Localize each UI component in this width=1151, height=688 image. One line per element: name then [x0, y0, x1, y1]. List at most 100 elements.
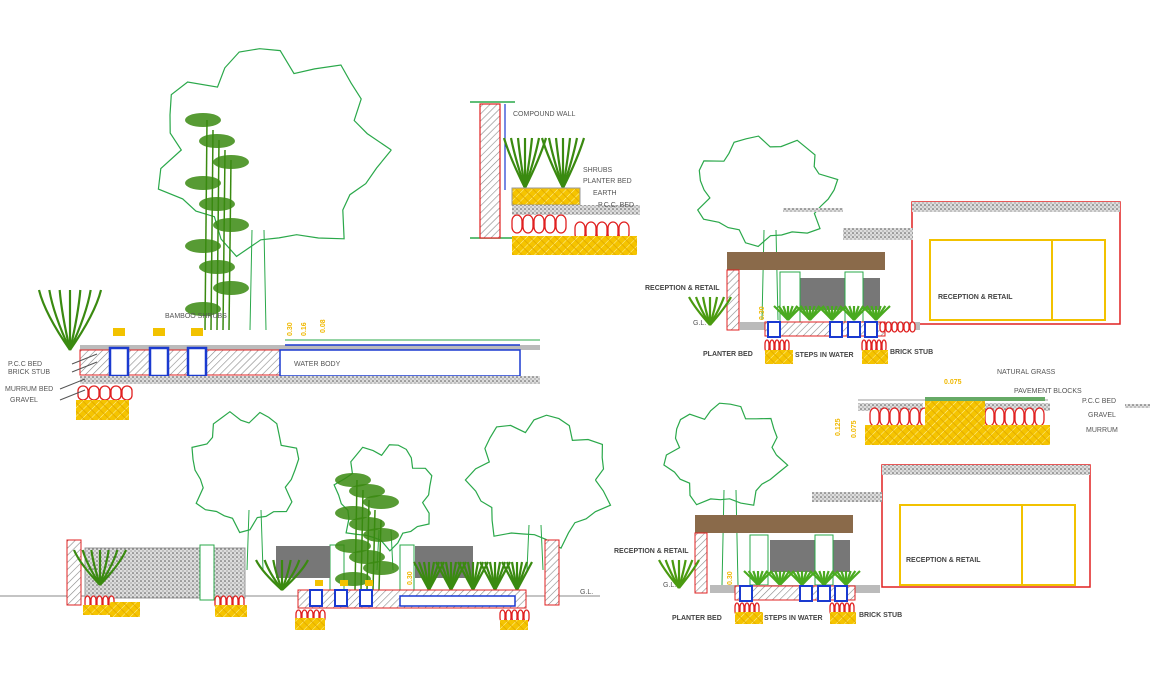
gravel-stone-icon [110, 385, 122, 401]
murrum-bed [76, 400, 129, 420]
planter-bed [511, 187, 581, 206]
pcc-bed [80, 376, 540, 384]
gravel-stone-icon [1004, 407, 1015, 427]
tree-canopy-icon [464, 414, 612, 549]
dark-wall-panel [770, 540, 850, 572]
shrub-icon [68, 289, 82, 351]
section-water-labels: BAMBOO SHRUBS P.C.C BED BRICK STUB MURRU… [5, 313, 341, 404]
label-reception-right: RECEPTION & RETAIL [938, 294, 1013, 301]
bamboo-leaf-icon [185, 239, 221, 253]
dim-008: 0.08 [320, 319, 327, 333]
tree-canopy-icon [333, 444, 433, 552]
bamboo-stem-icon [222, 149, 226, 331]
canopy-slab [812, 492, 882, 502]
label-shrubs: SHRUBS [583, 167, 613, 174]
canopy-slab [843, 228, 913, 240]
step-marker [315, 580, 323, 586]
murrum [110, 602, 140, 617]
label-gl: G.L. [693, 320, 706, 327]
shrub-icon [428, 561, 445, 591]
bamboo-leaf-icon [363, 495, 399, 509]
gravel-stone-icon [897, 321, 904, 333]
step-in-water [847, 321, 861, 338]
gravel-stone-icon [77, 385, 89, 401]
shrub-icon [58, 289, 72, 351]
label-gl: G.L. [663, 582, 676, 589]
label-water-body: WATER BODY [294, 361, 341, 368]
bamboo-leaf-icon [199, 197, 235, 211]
tree-trunk-icon [526, 524, 544, 571]
gravel-stone-icon [88, 385, 100, 401]
step-in-water [186, 346, 208, 378]
dim-0075-side: 0.075 [851, 420, 858, 438]
leader-line [71, 361, 98, 373]
gravel-stone-icon [544, 214, 556, 234]
label-steps-in-water: STEPS IN WATER [764, 615, 823, 622]
gravel-stone-icon [555, 214, 567, 234]
label-pcc-bed: P.C.C BED [8, 361, 42, 368]
gravel-stone-icon [99, 385, 111, 401]
glass-frame [929, 239, 1106, 321]
bamboo-leaf-icon [335, 473, 371, 487]
dim-030: 0.30 [407, 571, 414, 585]
tree-trunk-icon [721, 489, 739, 586]
pcc-bed [512, 205, 640, 215]
shrub-icon [450, 561, 467, 591]
murrum [985, 425, 1050, 445]
label-reception-right: RECEPTION & RETAIL [906, 557, 981, 564]
murrum [215, 605, 247, 617]
dim-0075-top: 0.075 [944, 379, 962, 386]
step-in-water [359, 589, 373, 607]
step-in-water [834, 585, 848, 602]
pcc-bed [858, 403, 923, 411]
shrub-icon [494, 561, 511, 591]
label-gl: G.L. [580, 589, 593, 596]
hedge-line [783, 208, 843, 212]
leader-line [71, 353, 98, 365]
glass-frame [899, 504, 1076, 586]
step-marker [153, 328, 165, 336]
bamboo-leaf-icon [185, 302, 221, 316]
dim-030: 0.30 [287, 322, 294, 336]
roof-slab [882, 465, 1090, 475]
side-wall [726, 269, 740, 331]
hedge-line [1125, 404, 1150, 408]
roof-slab [912, 202, 1120, 212]
bamboo-stem-icon [210, 129, 214, 331]
label-planter-bed: PLANTER BED [703, 351, 753, 358]
bamboo-leaf-icon [363, 528, 399, 542]
gravel-stone-icon [522, 214, 534, 234]
dim-030: 0.30 [759, 306, 766, 320]
step-marker [340, 580, 348, 586]
reception-building [911, 201, 1121, 325]
bamboo-leaf-icon [199, 260, 235, 274]
shrub-icon [678, 559, 700, 589]
murrum [735, 612, 763, 624]
shrub-icon [69, 289, 92, 351]
step-in-water [334, 589, 348, 607]
murrum [295, 618, 325, 630]
step-in-water [829, 321, 843, 338]
gravel-stone-icon [889, 407, 900, 427]
label-reception-left: RECEPTION & RETAIL [645, 285, 720, 292]
dark-wall-panel [800, 278, 880, 310]
gravel-stone-icon [879, 407, 890, 427]
step-in-water [817, 585, 831, 602]
tree-canopy-icon [663, 402, 789, 506]
label-gravel: GRAVEL [1088, 412, 1116, 419]
bamboo-stem-icon [228, 159, 232, 331]
murrum [865, 425, 925, 445]
shrub-icon [69, 289, 103, 351]
shrub-icon [524, 137, 548, 189]
label-murrum-bed: MURRUM BED [5, 386, 53, 393]
tree-canopy-icon [191, 410, 300, 534]
bamboo-leaf-icon [335, 506, 371, 520]
gravel-stone-icon [1014, 407, 1025, 427]
shrub-icon [845, 570, 861, 586]
shrub-icon [562, 137, 586, 189]
section-pavement-labels: NATURAL GRASS PAVEMENT BLOCKS P.C.C BED … [835, 369, 1118, 438]
leader-line [59, 389, 86, 401]
bamboo-leaf-icon [213, 218, 249, 232]
shrub-icon [99, 549, 128, 586]
tree-trunk-icon [249, 229, 267, 331]
